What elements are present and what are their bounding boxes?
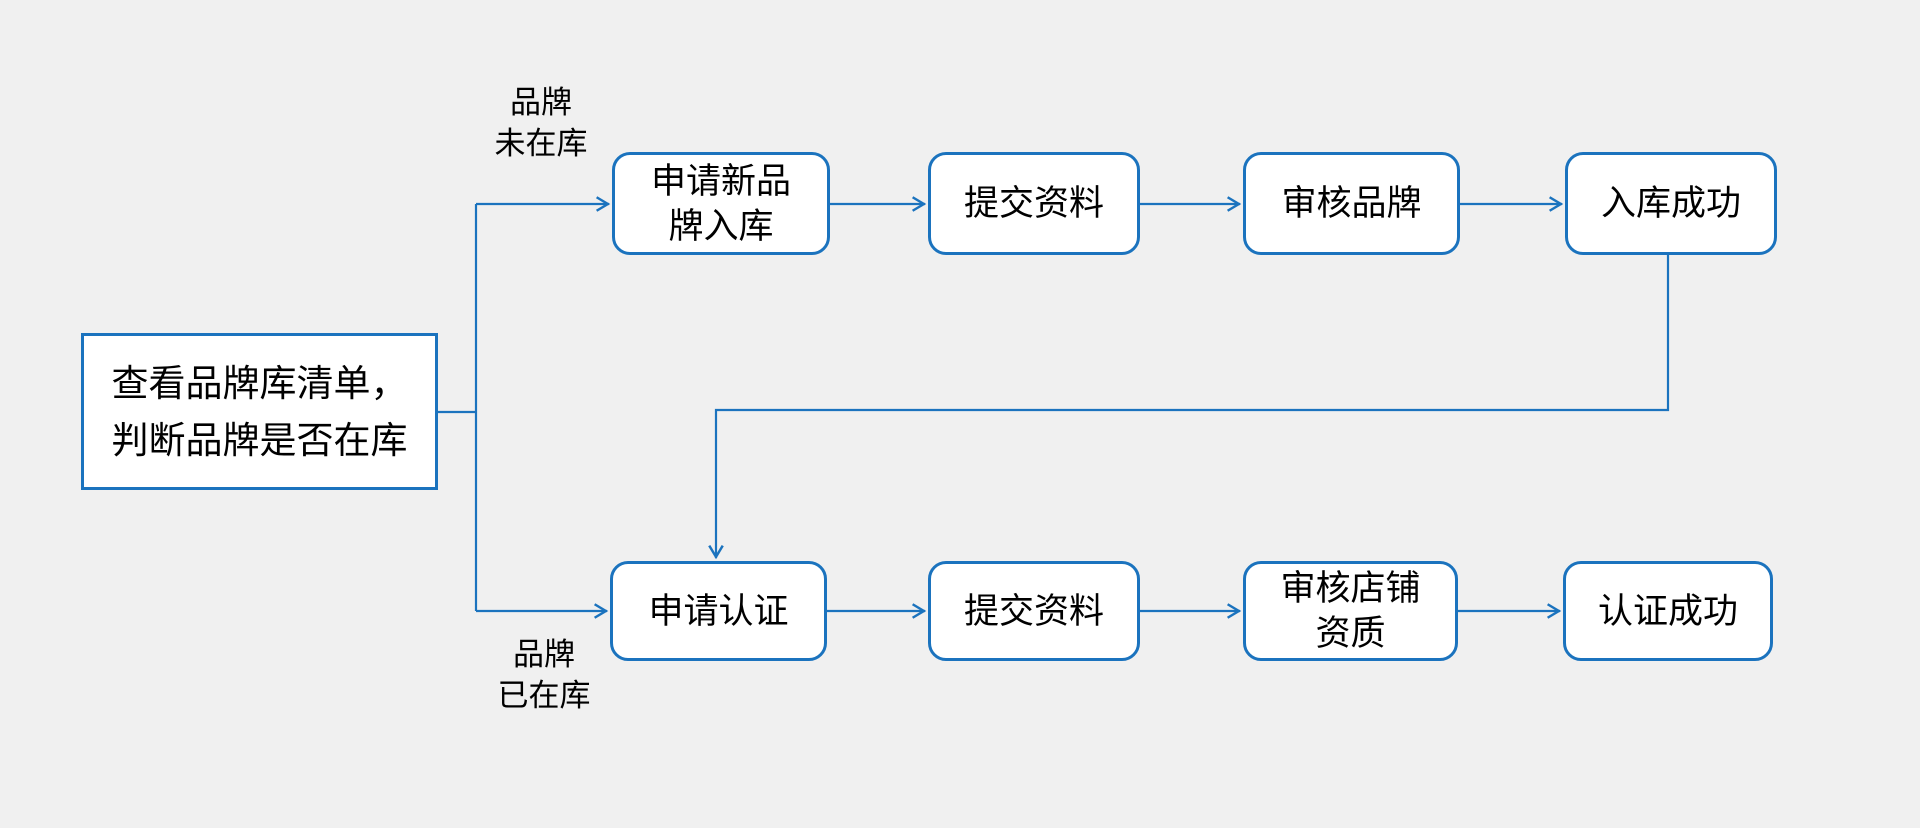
node-storage-success: 入库成功 (1565, 152, 1777, 255)
label-brand-not-in-library: 品牌 未在库 (494, 85, 588, 161)
node-apply-new-brand-storage: 申请新品 牌入库 (612, 152, 830, 255)
node-review-shop-qualification: 审核店铺 资质 (1243, 561, 1458, 661)
node-check-brand-library: 查看品牌库清单， 判断品牌是否在库 (81, 333, 438, 490)
node-submit-docs-top: 提交资料 (928, 152, 1140, 255)
node-submit-docs-bottom: 提交资料 (928, 561, 1140, 661)
node-review-brand: 审核品牌 (1243, 152, 1460, 255)
node-certification-success: 认证成功 (1563, 561, 1773, 661)
node-apply-certification: 申请认证 (610, 561, 827, 661)
label-brand-in-library: 品牌 已在库 (497, 637, 591, 713)
connector-storage-success-to-apply-cert (708, 255, 1670, 560)
